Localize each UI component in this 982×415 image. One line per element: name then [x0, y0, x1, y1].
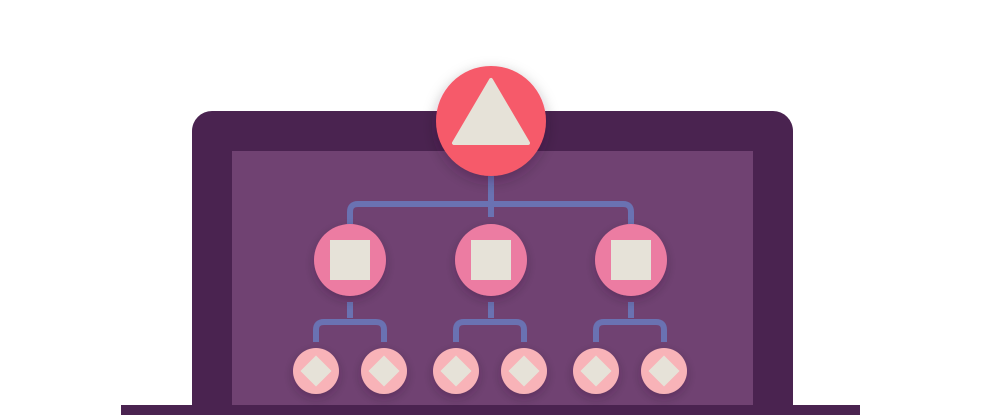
diamond-icon: [440, 355, 472, 387]
square-icon: [611, 240, 651, 280]
leaf-node: [573, 348, 619, 394]
leaf-node: [433, 348, 479, 394]
square-icon: [471, 240, 511, 280]
square-icon: [330, 240, 370, 280]
leaf-node: [501, 348, 547, 394]
laptop-base: [121, 405, 860, 415]
leaf-node: [293, 348, 339, 394]
level-1-node: [314, 224, 386, 296]
connector-branch-2: [453, 302, 527, 342]
diamond-icon: [648, 355, 680, 387]
diamond-icon: [368, 355, 400, 387]
connector-branch-3: [593, 302, 667, 342]
connector-root-bus: [347, 201, 634, 224]
triangle-icon: [452, 78, 530, 145]
connector-lines: [313, 176, 667, 342]
level-1-node: [455, 224, 527, 296]
leaf-node: [641, 348, 687, 394]
level-1-node: [595, 224, 667, 296]
diamond-icon: [580, 355, 612, 387]
root-node: [436, 66, 546, 176]
diamond-icon: [508, 355, 540, 387]
diamond-icon: [300, 355, 332, 387]
connector-branch-1: [313, 302, 387, 342]
leaf-node: [361, 348, 407, 394]
